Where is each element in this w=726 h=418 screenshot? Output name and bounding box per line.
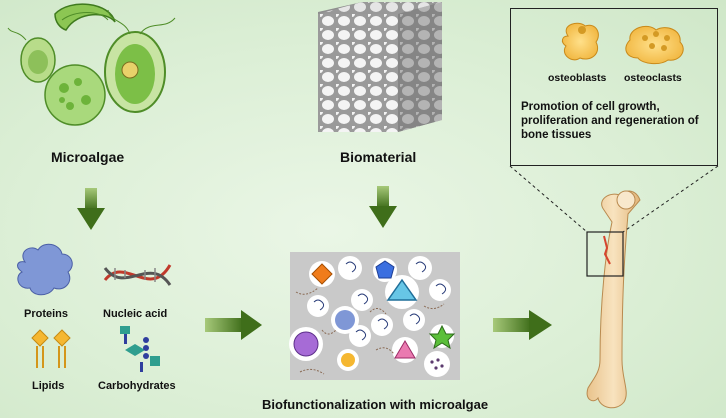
functionalized-scaffold <box>289 252 460 380</box>
osteoblasts-label: osteoblasts <box>548 72 607 84</box>
lipids-label: Lipids <box>32 380 65 392</box>
carbohydrates-label: Carbohydrates <box>98 380 176 392</box>
osteoclasts-label: osteoclasts <box>624 72 682 84</box>
scaffold-cube-illustration <box>318 2 442 132</box>
arrow-microalgae-down <box>77 188 105 230</box>
protein-illustration <box>17 243 73 296</box>
nucleic-acid-illustration <box>103 264 172 286</box>
bone-info-panel <box>510 8 718 166</box>
arrow-scaffold-right <box>493 310 552 340</box>
proteins-label: Proteins <box>24 308 69 320</box>
carbohydrate-illustration <box>120 326 160 372</box>
osteoclast-illustration <box>625 25 684 65</box>
nucleic-acid-label: Nucleic acid <box>103 308 168 320</box>
arrow-components-right <box>205 310 262 340</box>
microalgae-label: Microalgae <box>51 149 125 165</box>
osteoblast-illustration <box>561 22 599 61</box>
microalgae-illustration <box>7 3 176 126</box>
arrow-biomaterial-down <box>369 186 397 228</box>
femur-illustration <box>509 165 719 409</box>
promotion-text: Promotion of cell growth, proliferation … <box>521 101 699 141</box>
biomaterial-label: Biomaterial <box>340 149 417 165</box>
lipid-illustration <box>31 329 71 368</box>
result-title: Biofunctionalization with microalgae <box>262 397 489 412</box>
